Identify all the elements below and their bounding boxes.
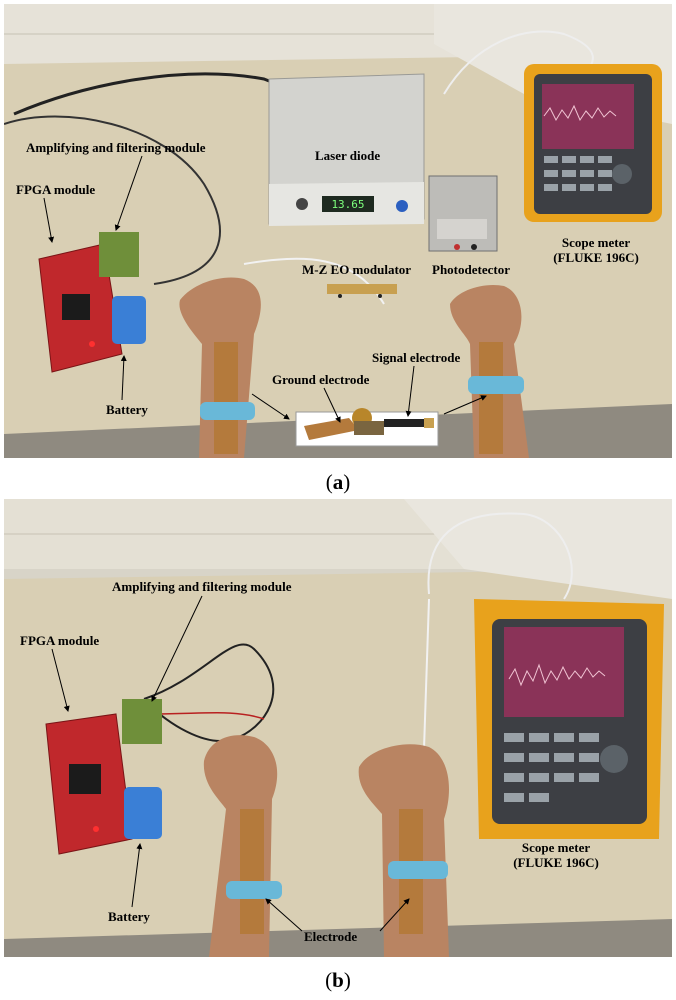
- caption-a-letter: a: [332, 470, 344, 494]
- electrode-inset-photo: [295, 408, 439, 447]
- caption-b-open: (: [325, 968, 333, 992]
- label-scope-meter-line2: (FLUKE 196C): [553, 250, 639, 265]
- label-scope-meter-a: Scope meter (FLUKE 196C): [540, 235, 652, 265]
- photo-b-scene: [4, 499, 672, 957]
- label-battery-a: Battery: [106, 402, 148, 417]
- caption-b-letter: b: [332, 968, 344, 992]
- scope-meter-device-b: [474, 599, 664, 839]
- photodetector-device: [428, 175, 498, 252]
- photo-a-scene: 13.65: [4, 4, 672, 458]
- laser-display-readout: 13.65: [331, 198, 364, 211]
- label-scope-meter-b-line1: Scope meter: [521, 840, 591, 855]
- label-fpga-module-b: FPGA module: [20, 633, 100, 648]
- caption-b-close: ): [343, 968, 351, 992]
- label-scope-meter-line1: Scope meter: [561, 235, 631, 250]
- label-battery-b: Battery: [108, 909, 150, 924]
- left-arm: [179, 277, 261, 458]
- right-arm: [450, 284, 529, 458]
- laser-diode-box: 13.65: [268, 73, 425, 226]
- label-laser-diode: Laser diode: [315, 148, 381, 163]
- fpga-board-b: [45, 699, 162, 855]
- caption-a-close: ): [343, 470, 351, 494]
- caption-b: (b): [0, 968, 676, 993]
- left-arm-b: [203, 735, 282, 957]
- caption-a-open: (: [325, 470, 333, 494]
- label-scope-meter-b: Scope meter (FLUKE 196C): [500, 840, 612, 870]
- mz-eo-modulator: [327, 284, 397, 298]
- label-electrode-b: Electrode: [304, 929, 358, 944]
- label-photodetector: Photodetector: [432, 262, 510, 277]
- label-scope-meter-b-line2: (FLUKE 196C): [513, 855, 599, 870]
- caption-a: (a): [0, 470, 676, 495]
- label-ground-electrode: Ground electrode: [272, 372, 370, 387]
- label-amplifying-filtering-module-b: Amplifying and filtering module: [112, 579, 292, 594]
- label-amplifying-filtering-module: Amplifying and filtering module: [26, 140, 206, 155]
- label-fpga-module: FPGA module: [16, 182, 96, 197]
- photo-panel-a: 13.65: [4, 4, 672, 458]
- fpga-board: [38, 232, 139, 373]
- battery-pack: [112, 296, 146, 344]
- label-mz-eo-modulator: M-Z EO modulator: [302, 262, 412, 277]
- scope-meter-device: [524, 64, 662, 222]
- battery-pack-b: [124, 787, 162, 839]
- label-signal-electrode: Signal electrode: [372, 350, 461, 365]
- photo-panel-b: Amplifying and filtering module FPGA mod…: [4, 499, 672, 957]
